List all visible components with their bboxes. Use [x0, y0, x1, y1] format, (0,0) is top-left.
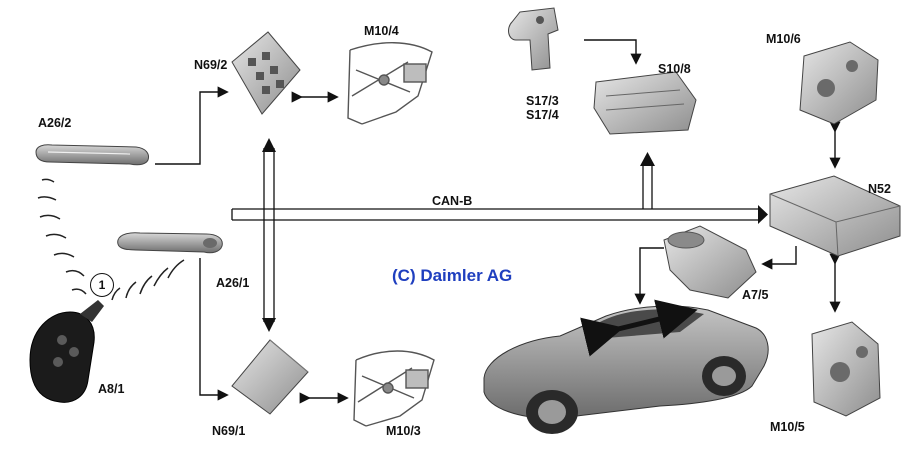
control-unit-n52: [769, 175, 901, 257]
label-a26-1: A26/1: [216, 276, 250, 290]
window-lifter-m10-3: [353, 350, 435, 427]
roof-motor-m10-5: [811, 321, 881, 417]
door-contact-switch-s17: [508, 7, 559, 71]
callout-number: 1: [90, 273, 114, 297]
label-m10-4: M10/4: [364, 24, 399, 38]
copyright-watermark: (C) Daimler AG: [392, 266, 513, 285]
window-lifter-m10-4: [347, 42, 433, 125]
label-m10-3: M10/3: [386, 424, 421, 438]
label-s10-8: S10/8: [658, 62, 691, 76]
label-a26-2: A26/2: [38, 116, 72, 130]
door-handle-a26-2: [35, 144, 149, 166]
door-handle-a26-1: [117, 232, 223, 254]
can-b-bus: [231, 205, 768, 224]
label-a8-1: A8/1: [98, 382, 125, 396]
label-n69-1: N69/1: [212, 424, 246, 438]
bus-label: CAN-B: [432, 194, 473, 208]
roof-motor-m10-6: [799, 41, 879, 125]
module-n69-2: [231, 31, 301, 115]
label-n52: N52: [868, 182, 891, 196]
module-n69-1: [231, 339, 309, 415]
car-illustration: [483, 299, 769, 434]
label-m10-5: M10/5: [770, 420, 805, 434]
double-arrows: [291, 91, 841, 404]
label-a7-5: A7/5: [742, 288, 769, 302]
label-n69-2: N69/2: [194, 58, 228, 72]
label-s17-3: S17/3: [526, 94, 559, 108]
key-fob-a8-1: [29, 300, 104, 403]
label-m10-6: M10/6: [766, 32, 801, 46]
vertical-bus-branch: [262, 138, 276, 332]
radio-waves: [37, 178, 185, 301]
switch-unit-s10-8: [593, 71, 697, 135]
s10-8-branch: [640, 152, 655, 209]
label-s17-4: S17/4: [526, 108, 559, 122]
hydraulic-unit-a7-5: [663, 225, 757, 299]
connection-lines: [155, 39, 797, 401]
